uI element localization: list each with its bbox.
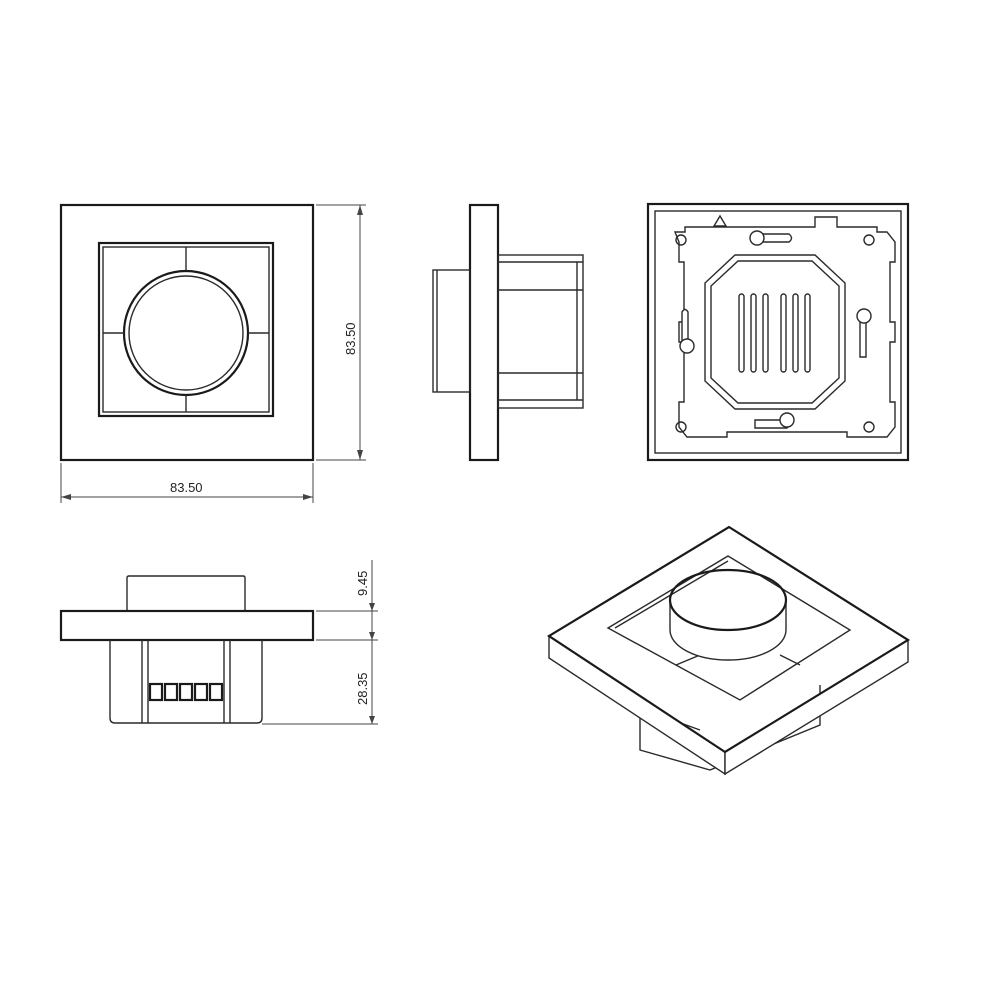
isometric-view bbox=[546, 525, 911, 776]
body-depth-label: 28.35 bbox=[355, 672, 370, 705]
depth-dimensions bbox=[262, 560, 378, 725]
bottom-view bbox=[59, 575, 315, 724]
side-view bbox=[432, 203, 584, 462]
front-width-label: 83.50 bbox=[170, 480, 203, 495]
recycle-icon bbox=[712, 214, 728, 227]
front-height-dimension bbox=[316, 204, 366, 461]
terminal-block bbox=[148, 682, 224, 702]
rear-view bbox=[646, 202, 910, 462]
knob-height-label: 9.45 bbox=[355, 571, 370, 596]
vent-slots bbox=[738, 293, 811, 373]
front-view bbox=[59, 203, 315, 462]
front-width-dimension bbox=[60, 463, 314, 503]
front-height-label: 83.50 bbox=[343, 322, 358, 355]
